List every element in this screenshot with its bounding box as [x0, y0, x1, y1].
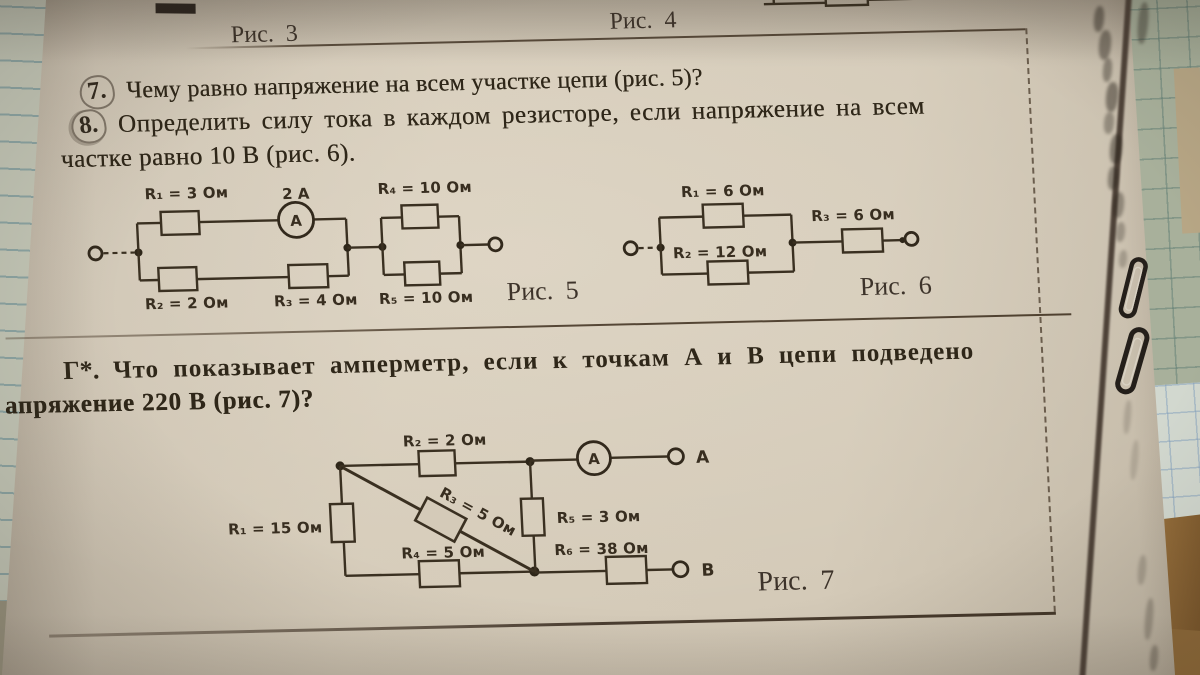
fig6-wires — [622, 213, 920, 276]
fig5-resistor-r1 — [159, 209, 201, 237]
frame-border-right — [1025, 28, 1056, 612]
problem-g-line1: Что показывает амперметр, если к точкам … — [112, 337, 975, 385]
fig5-resistor-r5 — [402, 260, 442, 287]
fig7-circuit: А А В R₂ = 2 Ом R₁ = 15 Ом R₃ = 5 Ом R₄ … — [228, 431, 836, 598]
fig4-cut-fragment — [763, 0, 922, 8]
fig5-ammeter — [277, 200, 315, 239]
fig7-resistor-r1 — [328, 502, 357, 544]
fig6-terminal-right — [903, 231, 920, 247]
fig7-terminal-a-label: А — [695, 448, 710, 468]
fig5-label-r4: R₄ = 10 Ом — [377, 178, 472, 198]
fig6-resistor-r1 — [701, 202, 745, 229]
fig7-ammeter-letter: А — [588, 450, 601, 468]
fig6-resistor-r2 — [706, 259, 750, 286]
fig7-resistor-r4 — [417, 559, 462, 589]
problem-g-number: Г*. — [62, 355, 100, 386]
fig5-circuit: А 2 А R₁ = 3 Ом R₄ = 10 Ом R₂ = 2 Ом R₃ … — [87, 178, 579, 313]
fig7-terminal-a-circle — [666, 447, 685, 466]
fig5-label-r5: R₅ = 10 Ом — [379, 288, 474, 308]
fig7-caption: Рис. 7 — [757, 565, 835, 598]
fig6-resistor-r3 — [840, 227, 885, 254]
fig5-ammeter-letter: А — [290, 212, 303, 230]
fig5-resistor-r2 — [156, 265, 199, 293]
fig4-caption: Рис. 4 — [608, 7, 678, 35]
fig6-circuit: R₁ = 6 Ом R₂ = 12 Ом R₃ = 6 Ом Рис. 6 — [622, 181, 932, 301]
fig5-resistor-r4 — [400, 203, 440, 230]
fig3-cut-fragment — [155, 3, 196, 14]
paper-clip — [1118, 257, 1148, 319]
frame-border-bottom — [49, 611, 1056, 638]
fig6-caption: Рис. 6 — [859, 270, 932, 301]
fig7-label-r4: R₄ = 5 Ом — [401, 543, 485, 563]
fig7-terminal-b-label: В — [701, 560, 715, 580]
fig6-terminal-left — [622, 240, 639, 257]
fig6-label-r2: R₂ = 12 Ом — [673, 242, 768, 262]
problem-g: Г*. Что показывает амперметр, если к точ… — [62, 336, 974, 387]
fig7-label-r2: R₂ = 2 Ом — [402, 431, 486, 451]
problem-g-line2: апряжение 220 В (рис. 7)? — [4, 385, 315, 420]
fig5-wires — [87, 214, 504, 282]
paper-clip — [1115, 327, 1150, 395]
fig5-label-r2: R₂ = 2 Ом — [145, 293, 229, 313]
fig5-terminal-right — [487, 236, 504, 253]
fig7-label-r5: R₅ = 3 Ом — [556, 507, 640, 527]
fig7-resistor-r2 — [417, 449, 457, 478]
fig5-caption: Рис. 5 — [506, 275, 579, 306]
fig6-label-r1: R₁ = 6 Ом — [681, 181, 765, 201]
fig6-label-r3: R₃ = 6 Ом — [811, 205, 895, 225]
problem-7-number: 7. — [77, 73, 117, 111]
frame-border-top — [185, 28, 1026, 50]
fig7-label-r1: R₁ = 15 Ом — [228, 518, 323, 538]
fig5-terminal-left — [87, 245, 104, 262]
fig7-terminal-b-circle — [671, 560, 690, 579]
fig7-resistor-r3 — [413, 495, 469, 544]
problem-8-number: 8. — [69, 107, 109, 145]
fig5-label-r3: R₃ = 4 Ом — [274, 291, 358, 311]
fig7-ammeter — [575, 440, 612, 477]
fig5-ammeter-current: 2 А — [282, 185, 311, 204]
fig7-resistor-r5 — [519, 497, 546, 538]
fig5-label-r1: R₁ = 3 Ом — [144, 183, 228, 203]
fig7-label-r6: R₆ = 38 Ом — [554, 539, 649, 559]
fig7-resistor-r6 — [604, 554, 649, 586]
fig5-resistor-r3 — [286, 262, 330, 290]
